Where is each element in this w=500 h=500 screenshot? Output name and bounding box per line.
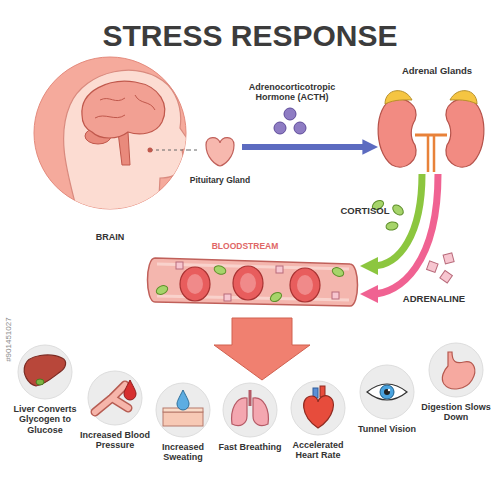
node-label: Pituitary Gland — [174, 176, 266, 186]
circle-outline — [429, 343, 483, 397]
node-label: BRAIN — [32, 232, 188, 242]
adrenal-illustration — [385, 91, 412, 104]
bloodstream-band: BLOODSTREAM — [145, 240, 360, 312]
dashed-connector — [188, 150, 198, 151]
adrenaline-cubes — [443, 253, 454, 264]
arrow-connector — [242, 144, 368, 150]
circle-outline — [18, 345, 72, 399]
adrenaline-cubes — [427, 261, 439, 273]
effect-node: Liver Converts Glycogen to Glucose — [9, 344, 81, 444]
adrenal-illustration — [378, 91, 484, 172]
circle-outline — [420, 342, 492, 442]
node-label: Increased Sweating — [145, 442, 221, 463]
adrenal-illustration — [446, 99, 484, 167]
circle-outline — [223, 383, 277, 437]
circle-outline — [147, 382, 219, 482]
acth-molecules — [284, 108, 296, 120]
edge-label: CORTISOL — [330, 206, 400, 217]
acth-molecules — [274, 122, 286, 134]
tube-outline — [148, 258, 358, 306]
adrenaline-cubes — [427, 253, 455, 283]
watermark-id: #901451027 — [4, 295, 13, 385]
effect-node: Increased Blood Pressure — [79, 370, 151, 470]
effect-node: Accelerated Heart Rate — [282, 380, 354, 480]
effect-node: Digestion Slows Down — [420, 342, 492, 442]
gland-node: Pituitary Gland — [198, 132, 242, 188]
arrow-connector — [372, 174, 422, 266]
circle-outline — [291, 381, 345, 435]
pituitary-illustration — [206, 138, 234, 166]
diagram-title: STRESS RESPONSE — [0, 18, 500, 54]
effect-node: Fast Breathing — [214, 382, 286, 482]
gland-node: Adrenal Glands — [378, 66, 496, 174]
effect-node: Tunnel Vision — [351, 364, 423, 464]
circle-outline — [351, 364, 423, 464]
pituitary-illustration — [206, 138, 234, 166]
acth-molecules — [294, 122, 306, 134]
circle-outline — [360, 365, 414, 419]
circle-outline — [156, 383, 210, 437]
cortisol-pills — [385, 221, 398, 231]
acth-molecules — [274, 108, 306, 134]
node-label: Increased Blood Pressure — [77, 430, 153, 451]
circle-outline — [88, 371, 142, 425]
circle-outline — [79, 370, 151, 470]
circle-outline — [214, 382, 286, 482]
node-label: Accelerated Heart Rate — [280, 440, 356, 461]
tube-inner-wall — [157, 264, 349, 300]
cortisol-pills — [391, 203, 405, 217]
node-label: BLOODSTREAM — [185, 242, 305, 252]
node-label: Digestion Slows Down — [418, 402, 494, 423]
node-label: Fast Breathing — [212, 442, 288, 452]
adrenal-illustration — [378, 99, 416, 167]
big-down-arrow — [214, 318, 310, 380]
adrenal-illustration — [415, 134, 447, 137]
adrenal-illustration — [446, 91, 484, 167]
arrow-connector — [372, 174, 438, 294]
node-label: Liver Converts Glycogen to Glucose — [7, 404, 83, 435]
circle-outline — [34, 57, 186, 209]
circle-outline — [282, 380, 354, 480]
node-label: Tunnel Vision — [349, 424, 425, 434]
adrenal-illustration — [428, 135, 434, 172]
node-label: Adrenal Glands — [378, 66, 496, 77]
edge-label: ADRENALINE — [392, 294, 476, 305]
brain-node: BRAIN — [32, 55, 188, 247]
circle-outline — [32, 55, 188, 247]
big-down-arrow — [214, 318, 310, 380]
adrenal-illustration — [450, 91, 477, 104]
effect-node: Increased Sweating — [147, 382, 219, 482]
edge-label: Adrenocorticotropic Hormone (ACTH) — [232, 82, 352, 103]
adrenaline-cubes — [440, 270, 453, 283]
